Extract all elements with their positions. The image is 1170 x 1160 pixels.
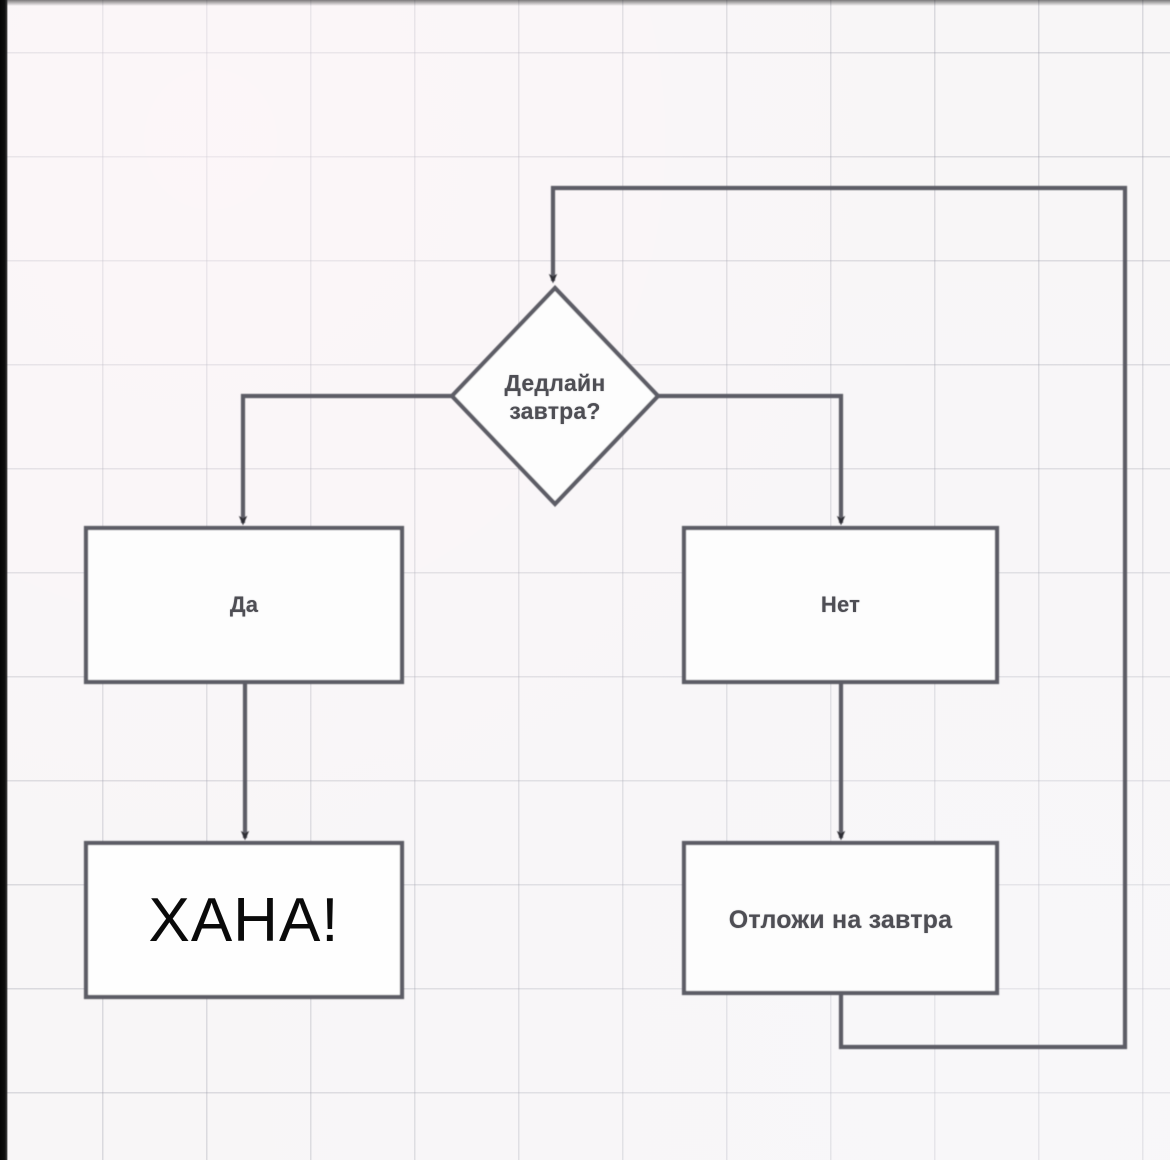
- photo-top-edge: [0, 0, 1170, 6]
- decision-label-line2: завтра?: [509, 398, 601, 424]
- edge-decision-to-yes: [238, 393, 452, 526]
- node-yes-shape: [83, 525, 405, 685]
- edge-postpone-to-decision: [548, 185, 1128, 1050]
- decision-label-line1: Дедлайн: [504, 369, 606, 396]
- photo-left-edge: [0, 0, 8, 1160]
- node-no-shape: [681, 525, 1000, 685]
- node-postpone-shape: [681, 840, 1000, 996]
- node-no-label: Нет: [820, 592, 861, 617]
- decision-diamond-shape: [449, 284, 661, 508]
- node-postpone-label: Отложи на завтра: [728, 905, 953, 934]
- edge-decision-to-no: [658, 393, 846, 526]
- node-hana-label: ХАНА!: [148, 885, 340, 955]
- decision-label: Дедлайн завтра?: [455, 352, 655, 442]
- node-yes-label: Да: [229, 592, 259, 617]
- node-hana-shape: [83, 840, 405, 1000]
